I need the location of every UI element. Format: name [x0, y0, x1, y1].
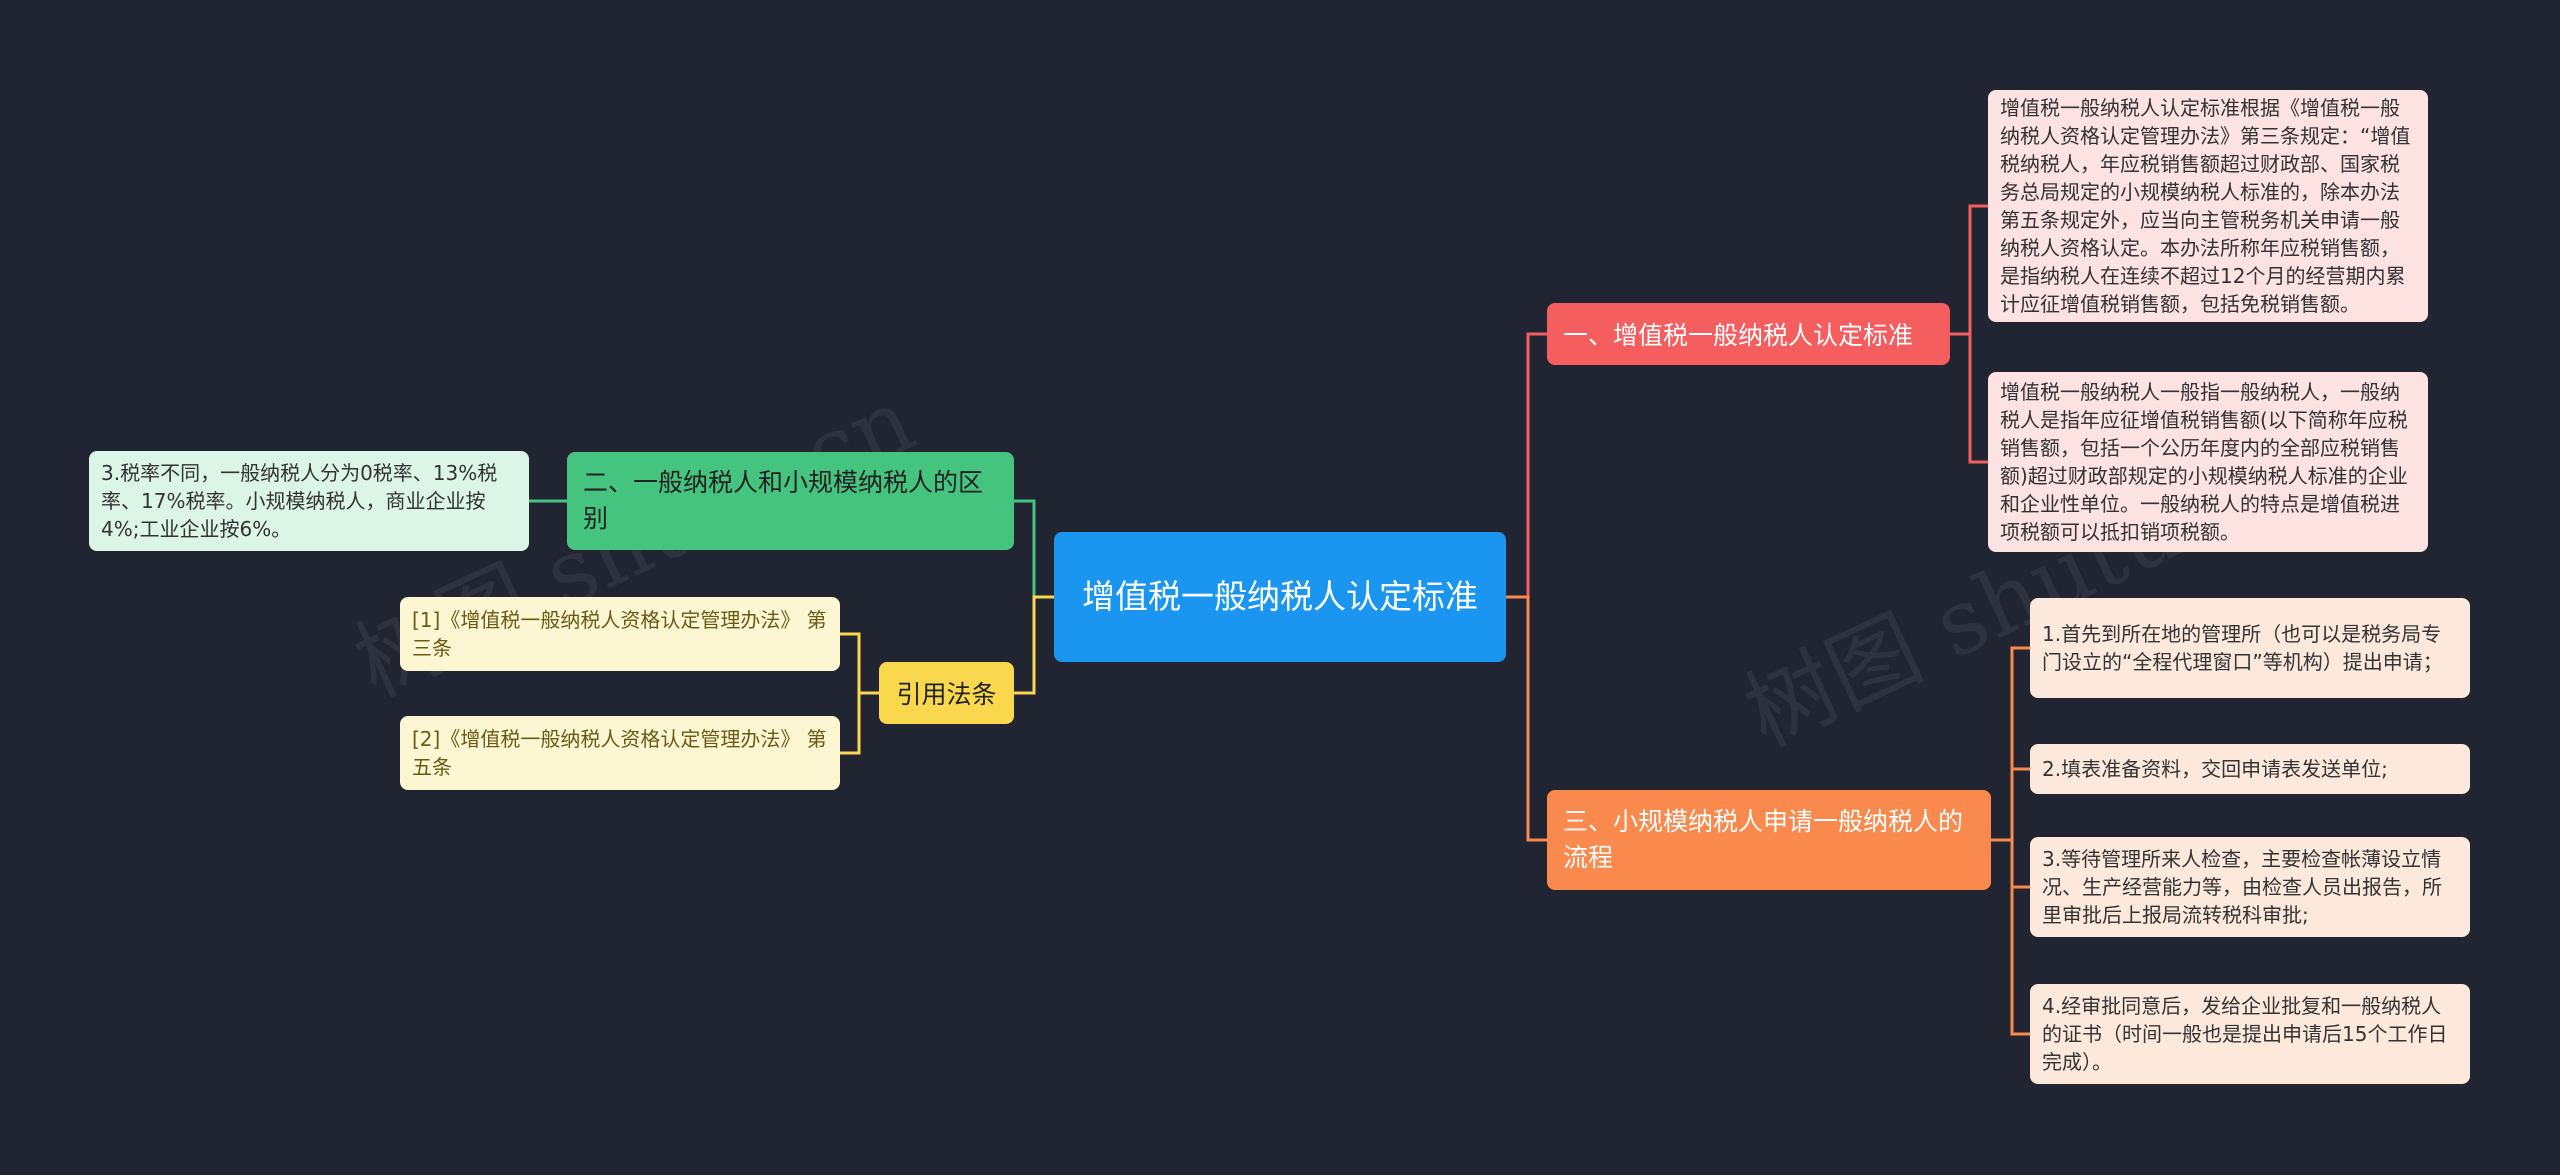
branch-references[interactable]: 引用法条: [879, 662, 1014, 724]
link-b1-leaf2: [1950, 332, 1988, 464]
branch-difference-label: 二、一般纳税人和小规模纳税人的区别: [583, 468, 984, 533]
link-root-b3: [1506, 595, 1547, 842]
process-leaf-1[interactable]: 1.首先到所在地的管理所（也可以是税务局专门设立的“全程代理窗口”等机构）提出申…: [2030, 598, 2470, 698]
branch-criteria[interactable]: 一、增值税一般纳税人认定标准: [1547, 303, 1950, 365]
branch-process-label: 三、小规模纳税人申请一般纳税人的流程: [1563, 807, 1964, 872]
branch-process[interactable]: 三、小规模纳税人申请一般纳税人的流程: [1547, 790, 1991, 890]
root-topic[interactable]: 增值税一般纳税人认定标准: [1054, 532, 1506, 662]
link-bref-leaf2: [840, 691, 879, 755]
root-topic-label: 增值税一般纳税人认定标准: [1082, 577, 1478, 616]
link-root-b2: [1014, 499, 1054, 599]
link-root-bref: [1014, 595, 1054, 695]
reference-leaf-1[interactable]: [1]《增值税一般纳税人资格认定管理办法》 第三条: [400, 597, 840, 671]
leaf-text: 2.填表准备资料，交回申请表发送单位;: [2042, 757, 2388, 781]
link-b1-leaf1: [1950, 204, 1988, 336]
reference-leaf-2[interactable]: [2]《增值税一般纳税人资格认定管理办法》 第五条: [400, 716, 840, 790]
process-leaf-4[interactable]: 4.经审批同意后，发给企业批复和一般纳税人的证书（时间一般也是提出申请后15个工…: [2030, 984, 2470, 1084]
leaf-text: 3.等待管理所来人检查，主要检查帐薄设立情况、生产经营能力等，由检查人员出报告，…: [2042, 847, 2442, 927]
link-root-b1: [1506, 332, 1547, 599]
leaf-text: [1]《增值税一般纳税人资格认定管理办法》 第三条: [412, 608, 827, 660]
branch-references-label: 引用法条: [896, 680, 997, 709]
leaf-text: 3.税率不同，一般纳税人分为0税率、13%税率、17%税率。小规模纳税人，商业企…: [101, 461, 498, 541]
branch-criteria-label: 一、增值税一般纳税人认定标准: [1563, 321, 1914, 350]
link-b3-leaf4: [1991, 838, 2030, 1036]
link-b3-leaf2: [1991, 767, 2030, 842]
leaf-text: 增值税一般纳税人认定标准根据《增值税一般纳税人资格认定管理办法》第三条规定：“增…: [2000, 96, 2411, 316]
leaf-text: 增值税一般纳税人一般指一般纳税人，一般纳税人是指年应征增值税销售额(以下简称年应…: [2000, 380, 2408, 544]
difference-leaf-1[interactable]: 3.税率不同，一般纳税人分为0税率、13%税率、17%税率。小规模纳税人，商业企…: [89, 451, 529, 551]
process-leaf-3[interactable]: 3.等待管理所来人检查，主要检查帐薄设立情况、生产经营能力等，由检查人员出报告，…: [2030, 837, 2470, 937]
process-leaf-2[interactable]: 2.填表准备资料，交回申请表发送单位;: [2030, 744, 2470, 794]
leaf-text: 4.经审批同意后，发给企业批复和一般纳税人的证书（时间一般也是提出申请后15个工…: [2042, 994, 2448, 1074]
criteria-leaf-1[interactable]: 增值税一般纳税人认定标准根据《增值税一般纳税人资格认定管理办法》第三条规定：“增…: [1988, 90, 2428, 322]
criteria-leaf-2[interactable]: 增值税一般纳税人一般指一般纳税人，一般纳税人是指年应征增值税销售额(以下简称年应…: [1988, 372, 2428, 552]
branch-difference[interactable]: 二、一般纳税人和小规模纳税人的区别: [567, 452, 1014, 550]
link-bref-leaf1: [840, 632, 879, 695]
leaf-text: [2]《增值税一般纳税人资格认定管理办法》 第五条: [412, 727, 827, 779]
leaf-text: 1.首先到所在地的管理所（也可以是税务局专门设立的“全程代理窗口”等机构）提出申…: [2042, 622, 2443, 674]
